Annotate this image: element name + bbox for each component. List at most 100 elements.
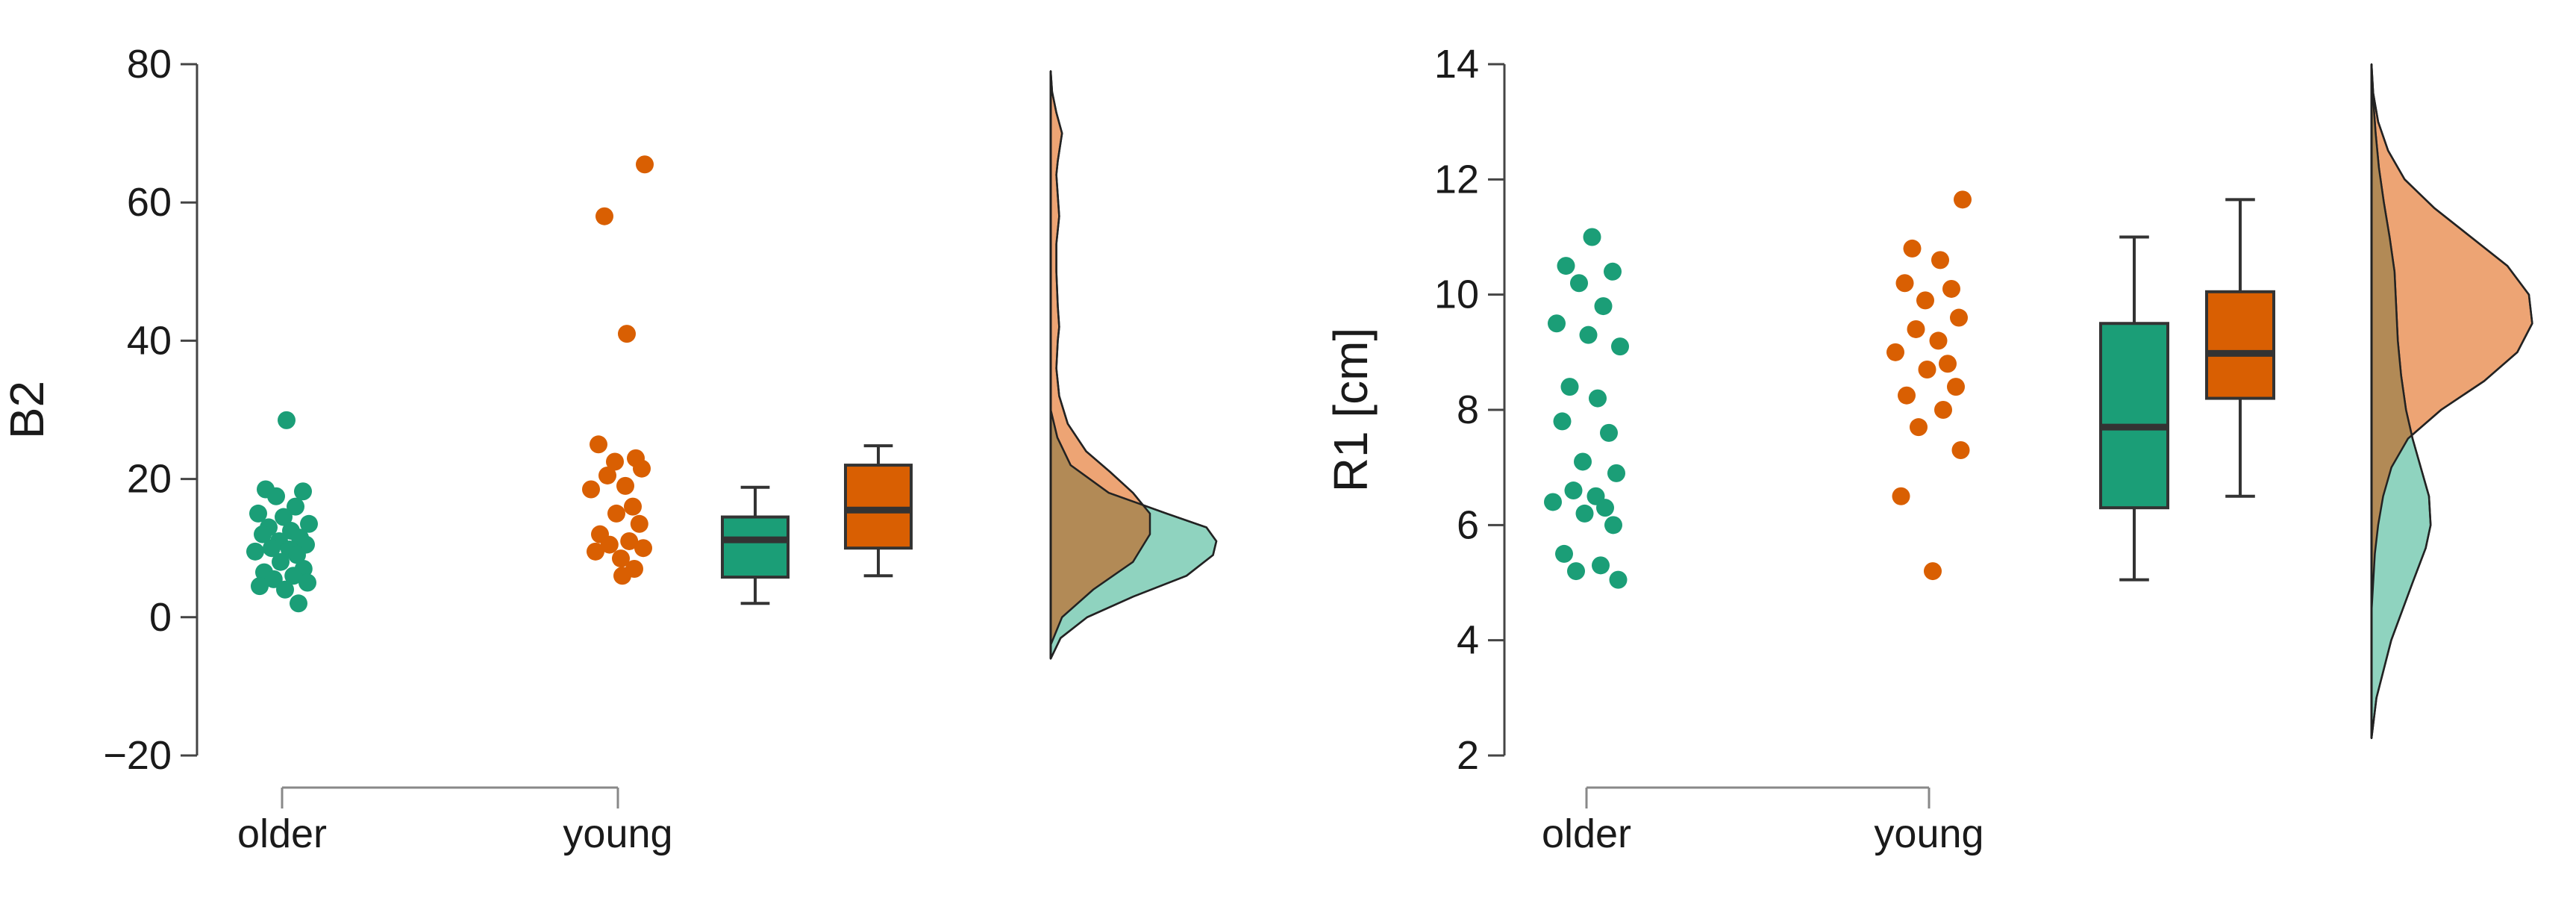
data-point-older xyxy=(275,508,293,526)
data-point-young xyxy=(624,497,642,516)
data-point-older xyxy=(1548,314,1566,333)
x-category-label: young xyxy=(563,811,672,856)
data-point-young xyxy=(1951,441,1970,460)
data-point-young xyxy=(1918,360,1936,378)
data-point-older xyxy=(1544,493,1562,511)
data-point-older xyxy=(267,487,285,505)
data-point-older xyxy=(1555,544,1573,563)
data-point-older xyxy=(300,514,318,533)
data-point-older xyxy=(263,539,281,558)
box-young xyxy=(2205,290,2275,400)
data-point-older xyxy=(1611,337,1629,356)
data-point-young xyxy=(633,459,651,478)
data-point-older xyxy=(1592,556,1610,575)
y-tick-label: 80 xyxy=(127,42,172,87)
data-point-young xyxy=(620,532,639,550)
data-point-young xyxy=(1939,355,1957,373)
density-outline-older xyxy=(2370,69,2432,739)
data-point-young xyxy=(600,535,619,554)
data-point-young xyxy=(630,514,648,533)
density-outline-young xyxy=(1049,71,1151,646)
y-tick-label: 0 xyxy=(149,595,172,640)
density-overlap xyxy=(2372,69,2412,612)
data-point-older xyxy=(249,504,267,523)
y-tick-label: 6 xyxy=(1457,502,1479,547)
data-point-older xyxy=(1567,562,1585,581)
data-point-young xyxy=(1895,274,1914,293)
data-point-young xyxy=(1954,190,1972,209)
data-point-young xyxy=(582,480,600,499)
data-point-older xyxy=(287,497,304,516)
data-point-older xyxy=(1574,452,1592,471)
density-outline-older xyxy=(1049,409,1218,659)
data-point-older xyxy=(1594,297,1613,316)
data-point-young xyxy=(616,476,634,495)
data-point-young xyxy=(607,504,625,523)
data-point-young xyxy=(1931,251,1949,269)
x-category-label: older xyxy=(1542,811,1631,856)
y-axis-title: B2 xyxy=(0,381,54,439)
data-point-older xyxy=(278,411,296,429)
data-point-young xyxy=(1910,418,1928,437)
data-point-young xyxy=(595,207,613,225)
data-point-young xyxy=(1907,320,1925,338)
density-overlap xyxy=(1051,410,1150,645)
data-point-young xyxy=(1942,279,1960,298)
panel-2: 2 4 6 8 10 12 14 R1 [cm] older young xyxy=(1324,42,2533,856)
data-point-older xyxy=(1607,464,1625,482)
data-point-older xyxy=(254,525,272,543)
y-tick-label: 14 xyxy=(1434,42,1479,87)
data-point-older xyxy=(1575,504,1594,523)
data-point-older xyxy=(288,546,306,564)
data-point-older xyxy=(1604,516,1622,535)
data-point-young xyxy=(612,549,630,568)
y-tick-label: 2 xyxy=(1457,733,1479,778)
data-point-older xyxy=(1596,499,1614,517)
data-point-older xyxy=(1553,412,1572,431)
y-tick-label: 40 xyxy=(127,318,172,363)
data-point-older xyxy=(1579,325,1598,344)
x-category-label: older xyxy=(237,811,327,856)
data-point-young xyxy=(1892,487,1910,505)
y-tick-label: 8 xyxy=(1457,387,1479,432)
data-point-older xyxy=(1557,257,1575,275)
data-point-young xyxy=(1898,386,1916,405)
data-point-young xyxy=(634,539,652,558)
data-point-older xyxy=(276,580,294,599)
data-point-young xyxy=(1916,291,1934,310)
y-tick-label: 4 xyxy=(1457,618,1479,663)
data-point-older xyxy=(1560,378,1579,396)
box-young xyxy=(844,464,913,550)
data-point-older xyxy=(1564,482,1583,500)
y-axis-title: R1 [cm] xyxy=(1324,328,1378,492)
data-point-young xyxy=(1903,239,1922,258)
y-tick-label: 60 xyxy=(127,180,172,225)
data-point-young xyxy=(1924,562,1942,581)
x-category-label: young xyxy=(1874,811,1983,856)
data-point-older xyxy=(290,594,307,613)
y-tick-label: 20 xyxy=(127,457,172,502)
data-point-young xyxy=(1947,378,1965,396)
data-point-young xyxy=(618,325,636,343)
density-outline-young xyxy=(2370,63,2533,612)
data-point-older xyxy=(1570,274,1588,293)
data-point-young xyxy=(636,155,654,174)
data-point-older xyxy=(251,577,269,596)
data-point-older xyxy=(272,552,290,571)
data-point-older xyxy=(1589,389,1607,408)
y-tick-label: 10 xyxy=(1434,272,1479,317)
data-point-older xyxy=(1600,423,1618,442)
data-point-young xyxy=(590,435,607,454)
data-point-older xyxy=(246,542,264,561)
data-point-older xyxy=(1604,262,1622,281)
data-point-young xyxy=(613,567,631,585)
y-tick-label: 12 xyxy=(1434,157,1479,202)
data-point-young xyxy=(1934,401,1952,419)
data-point-older xyxy=(264,570,283,588)
data-point-young xyxy=(606,452,624,471)
data-point-young xyxy=(587,542,604,561)
box-older xyxy=(2099,322,2169,510)
data-point-young xyxy=(1950,308,1968,327)
y-tick-label: −20 xyxy=(103,733,172,778)
